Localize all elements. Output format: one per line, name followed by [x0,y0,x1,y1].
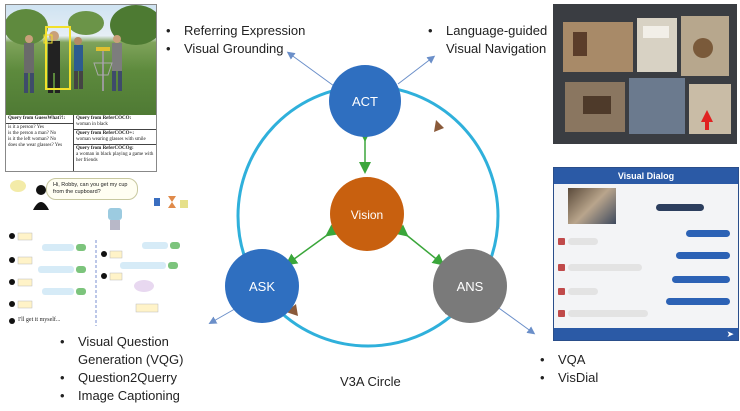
task-question2querry: Question2Querry [78,370,177,385]
robot-icon [108,208,122,230]
refercoco-column: Query from ReferCOCO: woman in black Que… [74,115,156,171]
task-language-guided: Language-guided [446,23,548,38]
act-tasks-left: Referring Expression Visual Grounding [164,22,305,58]
ring-arrowhead-1 [286,304,298,316]
dialog-rows-left [9,232,86,324]
user-question-bubble [666,298,730,305]
node-ans-label: ANS [457,279,484,294]
hourglass-icon [168,196,176,208]
thought-bubble-icon [10,180,26,192]
caption-bubble [656,204,704,211]
ring-arrowhead-2 [434,120,444,132]
bot-avatar-icon [558,288,565,295]
query-table: Query from GuessWhat?!: is it a person? … [6,115,156,171]
task-visual-grounding: Visual Grounding [164,40,305,58]
refercoco-header: Query from ReferCOCO: [76,116,132,121]
final-user-line: I'll get it myself... [18,317,61,323]
refercocog-header: Query from ReferCOCOg: [76,146,134,151]
frisbee-golf-photo [6,5,156,115]
robot-request-text: Hi, Robby, can you get my cup from the c… [53,182,128,195]
bot-answer-bubble [568,238,598,245]
navigation-map-panel [553,4,737,144]
bot-avatar-icon [558,238,565,245]
refercocoplus-text: woman wearing glasses with smile [76,137,146,142]
guesswhat-line: is it a person? Yes [8,125,44,130]
guesswhat-column: Query from GuessWhat?!: is it a person? … [6,115,74,171]
guesswhat-line: is it the left woman? No [8,137,57,142]
node-ans [433,249,507,323]
bot-avatar-icon [558,310,565,317]
node-ask-label: ASK [249,279,275,294]
arrow-act-navigation [397,55,436,85]
bot-answer-bubble [568,288,598,295]
arrow-vision-ask [285,224,339,266]
send-icon[interactable]: ➤ [726,329,734,339]
dialog-input-bar[interactable]: ➤ [554,328,738,340]
bot-answer-bubble [568,310,648,317]
referring-photo-panel: Query from GuessWhat?!: is it a person? … [5,4,157,172]
ans-tasks: VQA VisDial [538,351,598,387]
visual-dialog-title: Visual Dialog [554,168,738,184]
arrow-act-grounding [286,51,335,87]
user-question-bubble [672,276,730,283]
box-icon [180,200,188,208]
cup-icon [154,198,160,206]
arrow-ans-vqa [495,305,536,335]
dialog-image [568,188,616,224]
person-icon [33,185,49,210]
agent-arrow-icon [701,110,713,130]
arrow-vision-ans [395,224,445,266]
visual-dialog-panel: Visual Dialog ➤ [553,167,739,341]
bot-answer-bubble [568,264,642,271]
task-visdial: VisDial [538,369,598,387]
refercoco-text: woman in black [76,122,108,127]
user-question-bubble [676,252,730,259]
node-ask [225,249,299,323]
ask-tasks: • Visual Question Generation (VQG) • Que… [60,334,184,403]
task-image-captioning: Image Captioning [78,388,180,403]
bot-avatar-icon [558,264,565,271]
node-act-label: ACT [352,94,378,109]
diagram-caption: V3A Circle [340,374,401,389]
question-generation-panel: Hi, Robby, can you get my cup from the c… [4,178,204,328]
guesswhat-line: does she wear glasses? Yes [8,143,63,148]
task-vqa: VQA [538,351,598,369]
act-tasks-right: • Language-guided Visual Navigation [428,23,548,56]
guesswhat-line: is the person a man? No [8,131,57,136]
task-visual-navigation: Visual Navigation [446,41,547,56]
node-vision [330,177,404,251]
guesswhat-header: Query from GuessWhat?!: [8,116,66,121]
refercocoplus-header: Query from ReferCOCO+: [76,131,135,136]
dialog-rows-right [101,242,180,313]
user-question-bubble [686,230,730,237]
task-vqg-line1: Visual Question [78,334,169,349]
node-act [329,65,401,137]
refercocog-text: a woman in black playing a game with her… [76,152,154,163]
task-referring-expression: Referring Expression [164,22,305,40]
task-vqg-line2: Generation (VQG) [78,352,184,367]
node-vision-label: Vision [351,208,383,222]
speech-bubble: Hi, Robby, can you get my cup from the c… [46,178,138,200]
